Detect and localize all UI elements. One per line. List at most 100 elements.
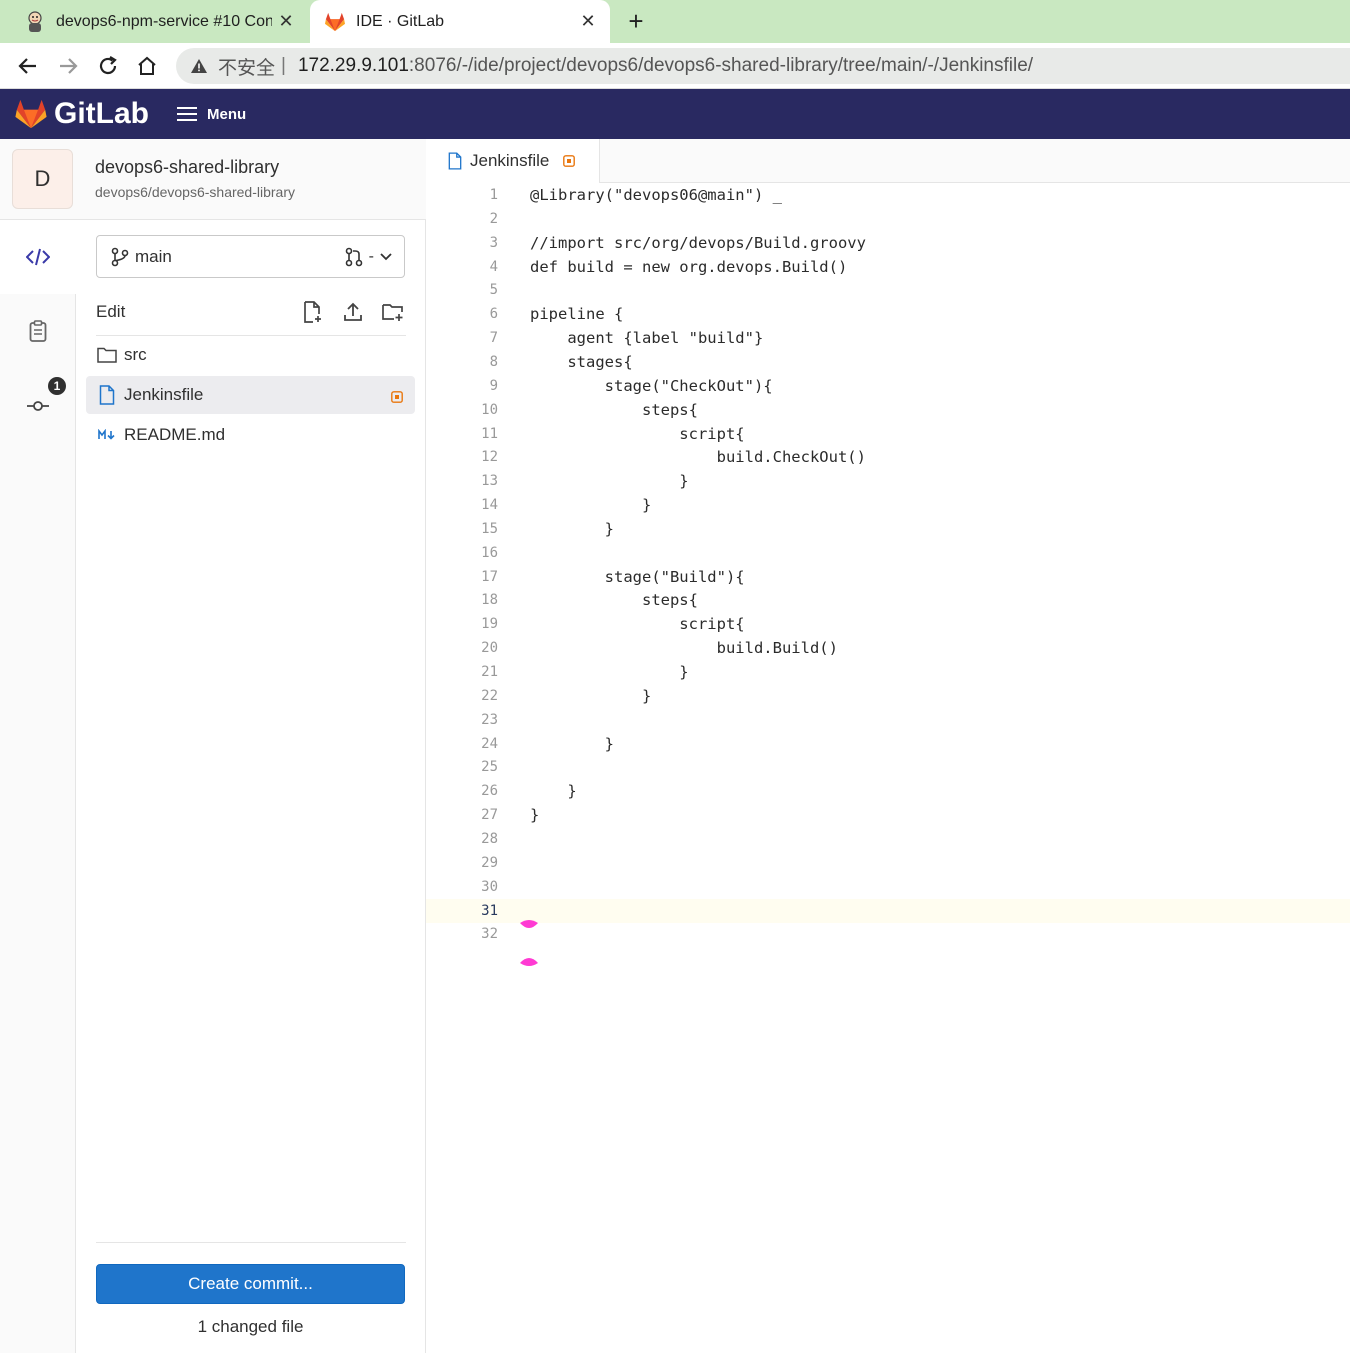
line-number: 2 [489, 210, 498, 227]
edit-mode-button[interactable] [0, 220, 76, 294]
modified-indicator-icon[interactable] [563, 155, 576, 167]
line-number: 6 [489, 306, 498, 323]
merge-request-selector[interactable]: - [345, 247, 392, 267]
code-line[interactable]: 11 script{ [426, 422, 1350, 446]
line-number: 28 [481, 830, 498, 847]
code-line[interactable]: 12 build.CheckOut() [426, 445, 1350, 469]
code-line[interactable]: 7 agent {label "build"} [426, 326, 1350, 350]
code-line[interactable]: 8 stages{ [426, 350, 1350, 374]
project-avatar[interactable]: D [12, 149, 73, 209]
reload-button[interactable] [94, 52, 122, 80]
reload-icon [99, 56, 117, 75]
menu-button[interactable]: Menu [177, 106, 246, 123]
browser-tab-jenkins[interactable]: devops6-npm-service #10 Con ✕ [0, 0, 308, 43]
line-number: 23 [481, 711, 498, 728]
line-text: agent {label "build"} [530, 329, 764, 348]
line-text: } [530, 663, 689, 681]
back-button[interactable] [14, 52, 42, 80]
code-line[interactable]: 9 stage("CheckOut"){ [426, 374, 1350, 398]
line-text: pipeline { [530, 305, 624, 324]
line-text: } [530, 472, 689, 491]
new-file-icon[interactable] [300, 299, 326, 325]
code-line[interactable]: 2 [426, 207, 1350, 231]
folder-icon [96, 347, 118, 363]
line-text: } [530, 734, 614, 753]
code-line[interactable]: 28 [426, 827, 1350, 851]
line-number: 21 [481, 664, 498, 680]
line-number: 4 [489, 258, 498, 275]
line-number: 13 [481, 473, 498, 490]
new-folder-icon[interactable] [380, 299, 406, 325]
file-icon [448, 152, 462, 170]
browser-tab-gitlab-ide[interactable]: IDE · GitLab ✕ [310, 0, 610, 43]
code-line[interactable]: 21 } [426, 660, 1350, 684]
code-line[interactable]: 29 [426, 851, 1350, 875]
code-line[interactable]: 24 } [426, 732, 1350, 756]
address-separator: | [281, 55, 286, 76]
tree-item-jenkinsfile[interactable]: Jenkinsfile [86, 376, 415, 414]
gitlab-logo[interactable]: GitLab [14, 97, 149, 131]
code-line[interactable]: 25 [426, 755, 1350, 779]
code-line[interactable]: 6 pipeline { [426, 302, 1350, 326]
line-text: def build = new org.devops.Build() [530, 257, 848, 276]
commit-mode-button[interactable]: 1 [0, 369, 76, 443]
code-line[interactable]: 5 [426, 278, 1350, 302]
new-tab-button[interactable]: + [628, 6, 644, 36]
line-text: } [530, 496, 652, 515]
code-line[interactable]: 32 [426, 922, 1350, 946]
address-bar[interactable]: 不安全 | 172.29.9.101:8076/-/ide/project/de… [176, 48, 1350, 84]
commit-icon [27, 401, 49, 411]
code-line[interactable]: 27} [426, 803, 1350, 827]
line-number: 5 [489, 282, 498, 299]
editor-tab-label: Jenkinsfile [470, 151, 550, 170]
code-editor[interactable]: 1@Library("devops06@main") _ 2 3//import s… [426, 183, 1350, 1353]
line-number: 10 [481, 401, 498, 418]
editor-tab-bar: Jenkinsfile [426, 139, 1350, 183]
review-mode-button[interactable] [0, 294, 76, 368]
tree-item-readme[interactable]: README.md [86, 416, 415, 454]
line-text: script{ [530, 615, 745, 634]
close-tab-icon[interactable]: ✕ [580, 11, 596, 31]
code-line[interactable]: 22 } [426, 684, 1350, 708]
code-line[interactable]: 10 steps{ [426, 398, 1350, 422]
code-line[interactable]: 4 def build = new org.devops.Build() [426, 255, 1350, 279]
divider [96, 1242, 406, 1243]
code-line[interactable]: 26 } [426, 779, 1350, 803]
line-number: 25 [481, 759, 498, 776]
project-name[interactable]: devops6-shared-library [95, 157, 280, 177]
branch-selector[interactable]: main - [96, 235, 405, 278]
code-line[interactable]: 20 build.Build() [426, 636, 1350, 660]
code-line[interactable]: 16 [426, 541, 1350, 565]
code-line[interactable]: 30 [426, 875, 1350, 899]
project-header: D devops6-shared-library devops6/devops6… [0, 139, 426, 220]
code-line[interactable]: 15 } [426, 517, 1350, 541]
tree-item-src[interactable]: src [86, 336, 415, 374]
code-line[interactable]: 31 [426, 898, 1350, 923]
code-line[interactable]: 18 steps{ [426, 588, 1350, 612]
line-number: 12 [481, 449, 498, 466]
home-icon [138, 56, 156, 75]
code-line[interactable]: 19 script{ [426, 612, 1350, 636]
code-line[interactable]: 13 } [426, 469, 1350, 493]
home-button[interactable] [133, 52, 161, 80]
edit-toolbar: Edit [96, 288, 406, 336]
tanuki-icon [15, 99, 47, 129]
changed-files-count: 1 changed file [197, 1317, 304, 1336]
arrow-left-icon [18, 58, 36, 74]
code-line[interactable]: 14 } [426, 493, 1350, 517]
code-line[interactable]: 23 [426, 708, 1350, 732]
line-number: 17 [481, 568, 498, 585]
line-number: 27 [481, 807, 498, 824]
create-commit-button[interactable]: Create commit... [96, 1264, 405, 1304]
line-number: 14 [481, 497, 498, 514]
upload-icon[interactable] [340, 299, 366, 325]
code-line[interactable]: 1@Library("devops06@main") _ [426, 183, 1350, 207]
close-tab-icon[interactable]: ✕ [278, 11, 294, 31]
editor-tab-jenkinsfile[interactable]: Jenkinsfile [426, 139, 600, 183]
line-number: 16 [481, 544, 498, 561]
code-line[interactable]: 3//import src/org/devops/Build.groovy [426, 231, 1350, 255]
forward-button[interactable] [54, 52, 82, 80]
gitlab-favicon-icon [324, 11, 346, 33]
code-line[interactable]: 17 stage("Build"){ [426, 565, 1350, 589]
line-number: 31 [481, 902, 498, 919]
